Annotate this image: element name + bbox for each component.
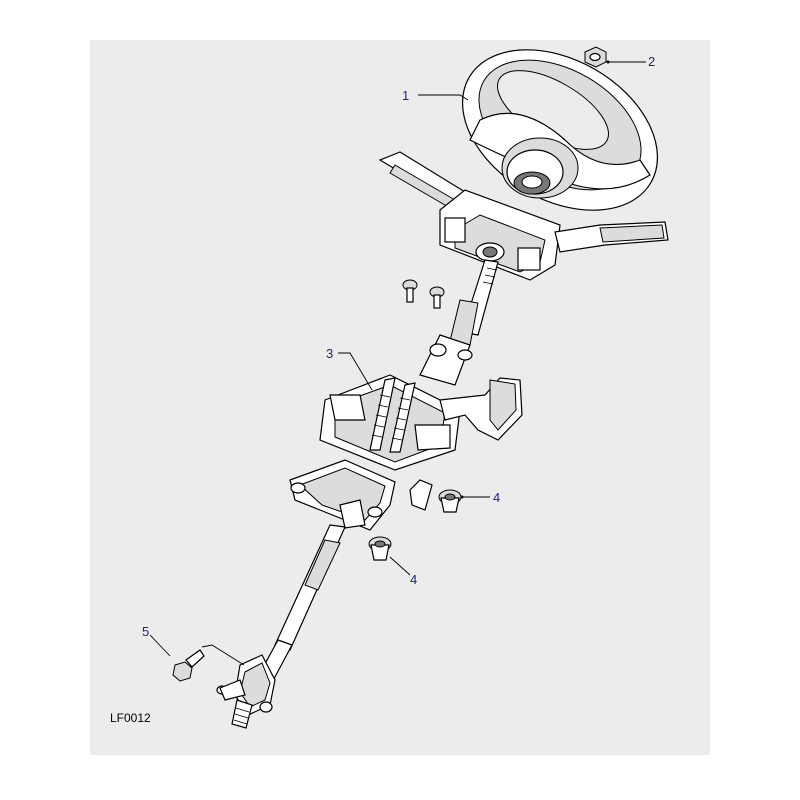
callout-5: 5 (142, 624, 149, 639)
upper-steering-shaft (449, 259, 499, 346)
callout-1: 1 (402, 88, 409, 103)
leader-lines (149, 60, 646, 666)
column-switch-assembly (378, 151, 669, 281)
callout-3: 3 (326, 346, 333, 361)
diagram-reference-code: LF0012 (110, 711, 151, 725)
steering-wheel-nut (584, 46, 607, 68)
mounting-bush-lower (368, 536, 392, 561)
pinch-bolt (172, 649, 205, 682)
callout-4-upper: 4 (493, 490, 500, 505)
steering-wheel (461, 49, 659, 211)
column-mounting-bolts (402, 279, 445, 309)
universal-joint (216, 654, 276, 729)
mounting-bush-upper (438, 489, 462, 513)
adjustment-springs (371, 394, 411, 441)
steering-column-assembly (289, 334, 523, 531)
callout-2: 2 (648, 54, 655, 69)
callout-4-lower: 4 (410, 572, 417, 587)
